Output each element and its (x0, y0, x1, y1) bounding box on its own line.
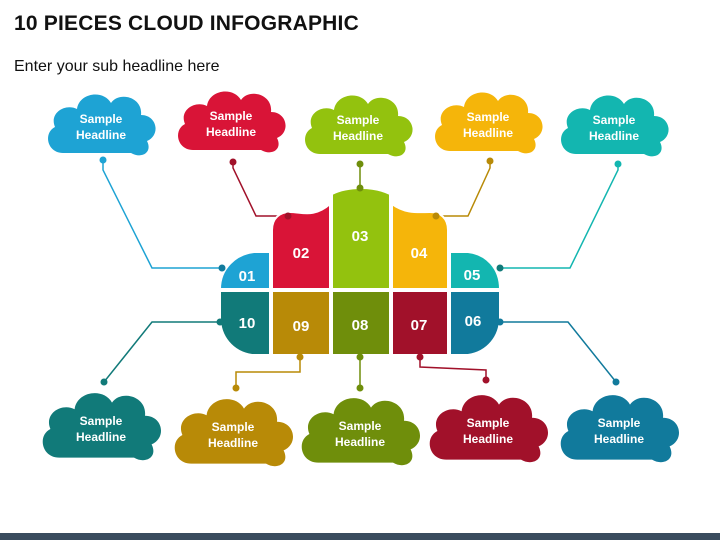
cloud-top-2-line2: Headline (206, 125, 256, 139)
dot-08-cloud (356, 384, 364, 392)
piece-02-number: 02 (293, 245, 310, 262)
cloud-bottom-2-line2: Headline (208, 436, 258, 450)
page-subtitle: Enter your sub headline here (14, 58, 220, 75)
piece-03-number: 03 (352, 228, 369, 245)
cloud-bottom-3-line2: Headline (335, 435, 385, 449)
piece-01-number: 01 (239, 268, 256, 285)
connector-02 (232, 163, 288, 217)
connector-01 (102, 160, 220, 269)
cloud-bottom-4[interactable]: Sample Headline (429, 395, 549, 463)
dot-01-piece (218, 264, 226, 272)
dot-09-piece (296, 353, 304, 361)
piece-07-number: 07 (411, 317, 428, 334)
dot-06-cloud (612, 378, 620, 386)
connector-07 (419, 357, 487, 382)
cloud-top-3[interactable]: Sample Headline (305, 95, 413, 157)
piece-02[interactable] (271, 201, 331, 290)
piece-09-number: 09 (293, 318, 310, 335)
cloud-top-1-line1: Sample (80, 112, 123, 126)
dot-04-piece (432, 212, 440, 220)
cloud-top-5[interactable]: Sample Headline (561, 95, 669, 157)
cloud-bottom-1-line1: Sample (80, 414, 123, 428)
piece-08[interactable] (331, 290, 391, 356)
cloud-bottom-2[interactable]: Sample Headline (174, 399, 294, 467)
connector-04 (436, 162, 491, 217)
piece-07[interactable] (391, 290, 449, 356)
piece-10-number: 10 (239, 315, 256, 332)
piece-09[interactable] (271, 290, 331, 356)
dot-07-cloud (482, 376, 490, 384)
cloud-bottom-5-line2: Headline (594, 432, 644, 446)
page-title: 10 PIECES CLOUD INFOGRAPHIC (14, 12, 359, 35)
dot-05-piece (496, 264, 504, 272)
cloud-bottom-1[interactable]: Sample Headline (42, 393, 162, 461)
dot-02-piece (284, 212, 292, 220)
bottom-bar (0, 533, 720, 540)
cloud-top-2[interactable]: Sample Headline (178, 91, 286, 153)
connector-09 (235, 357, 301, 388)
cloud-bottom-2-line1: Sample (212, 420, 255, 434)
dot-09-cloud (232, 384, 240, 392)
piece-06-number: 06 (465, 313, 482, 330)
dot-01-top (99, 156, 107, 164)
piece-06[interactable] (449, 290, 501, 356)
connector-dots (99, 156, 622, 392)
connector-05 (500, 164, 619, 269)
dot-10-piece (216, 318, 224, 326)
connector-06 (500, 321, 617, 383)
piece-03[interactable] (331, 187, 391, 290)
cloud-bottom-4-line1: Sample (467, 416, 510, 430)
piece-04[interactable] (391, 202, 449, 290)
cloud-bottom-1-line2: Headline (76, 430, 126, 444)
cloud-bottom-3[interactable]: Sample Headline (301, 398, 421, 466)
dot-07-piece (416, 353, 424, 361)
cloud-top-1-line2: Headline (76, 128, 126, 142)
cloud-top-4-line2: Headline (463, 126, 513, 140)
dot-04-top (486, 157, 494, 165)
dot-08-piece (356, 353, 364, 361)
dot-03-top (356, 160, 364, 168)
piece-numbers: 01 02 03 04 05 06 07 08 09 10 (239, 228, 482, 335)
dot-06-piece (496, 318, 504, 326)
cloud-bottom-3-line1: Sample (339, 419, 382, 433)
cloud-top-3-line1: Sample (337, 113, 380, 127)
cloud-top-1[interactable]: Sample Headline (48, 94, 156, 156)
headline-clouds: Sample Headline Sample Headline Sample H… (42, 91, 680, 467)
cloud-top-5-line1: Sample (593, 113, 636, 127)
dot-10-cloud (100, 378, 108, 386)
cloud-top-4[interactable]: Sample Headline (435, 92, 543, 154)
piece-08-number: 08 (352, 317, 369, 334)
dot-03-piece (356, 184, 364, 192)
cloud-bottom-5-line1: Sample (598, 416, 641, 430)
piece-05[interactable] (449, 251, 502, 290)
connector-10 (103, 321, 220, 383)
piece-01[interactable] (218, 251, 271, 290)
cloud-top-5-line2: Headline (589, 129, 639, 143)
dot-02-top (229, 158, 237, 166)
piece-04-number: 04 (411, 245, 428, 262)
cloud-top-4-line1: Sample (467, 110, 510, 124)
cloud-top-3-line2: Headline (333, 129, 383, 143)
cloud-top-2-line1: Sample (210, 109, 253, 123)
piece-05-number: 05 (464, 267, 481, 284)
cloud-bottom-5[interactable]: Sample Headline (560, 395, 680, 463)
dot-05-top (614, 160, 622, 168)
central-cloud (218, 187, 502, 356)
cloud-bottom-4-line2: Headline (463, 432, 513, 446)
